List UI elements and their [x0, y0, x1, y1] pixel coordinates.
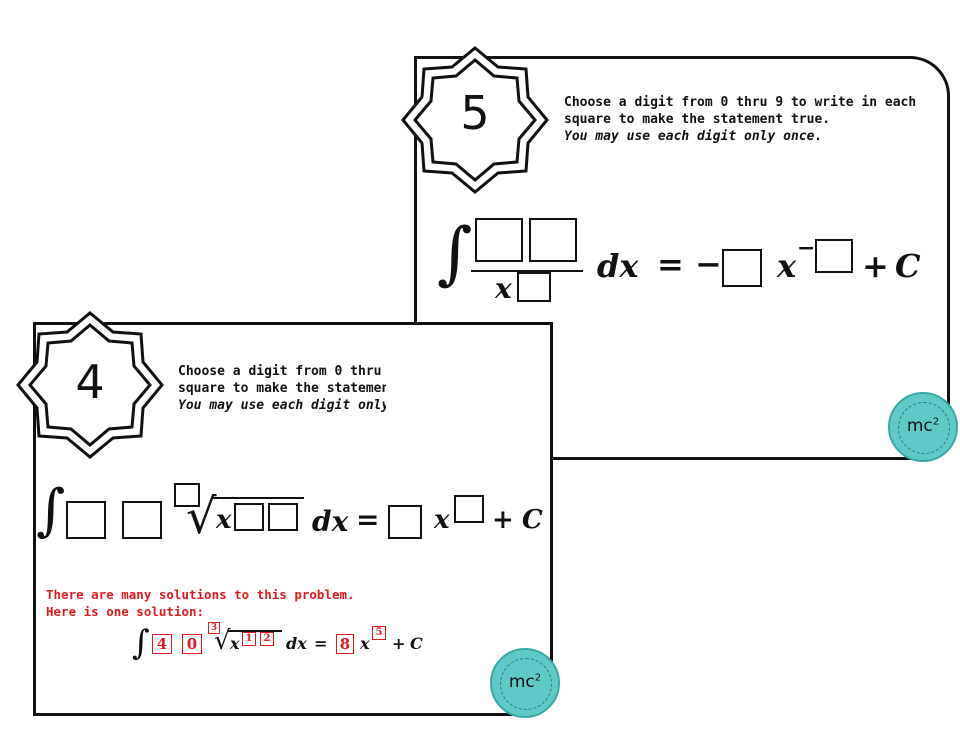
solution-line-1: There are many solutions to this problem…	[46, 587, 355, 602]
solution-root-index: 3	[208, 622, 220, 634]
exponent-minus: −	[797, 235, 816, 261]
logo-sup: 2	[534, 672, 542, 684]
constant-c: C	[522, 505, 543, 535]
logo-text: mc2	[907, 416, 939, 436]
logo-mc: mc	[906, 416, 933, 436]
instructions: Choose a digit from 0 thru 9 to write in…	[564, 94, 944, 145]
x-variable: x	[216, 505, 232, 535]
equals-sign: =	[356, 503, 380, 536]
minus-sign: −	[695, 245, 722, 283]
instructions: Choose a digit from 0 thru square to mak…	[178, 363, 386, 414]
equation: ∫ √ x dx = x + C	[36, 475, 550, 565]
solution-digit: 0	[182, 634, 202, 654]
fraction: x	[471, 214, 583, 305]
equation: ∫ x dx = − x − + C	[437, 209, 937, 319]
denominator-x: x	[495, 272, 512, 305]
equals-sign: =	[657, 245, 684, 283]
mc2-logo: mc2	[490, 648, 560, 718]
solution-coefficient: 8	[336, 634, 354, 654]
x-variable: x	[777, 247, 797, 285]
dx-label: dx	[286, 634, 307, 653]
answer-box[interactable]	[388, 505, 422, 539]
solution-equation: ∫ 4 0 3 √ x 1 2 dx = 8 x 5 + C	[132, 620, 452, 670]
integral-sign: ∫	[132, 623, 150, 663]
x-variable: x	[434, 505, 450, 535]
answer-box[interactable]	[815, 239, 853, 273]
radical-bar	[228, 630, 282, 632]
x-variable: x	[230, 634, 240, 653]
radical-sign: √	[186, 489, 217, 545]
problem-number: 5	[460, 86, 490, 140]
answer-box[interactable]	[529, 218, 577, 262]
plus-sign: +	[392, 634, 406, 653]
integral-sign: ∫	[36, 478, 66, 543]
mc2-logo: mc2	[888, 392, 958, 462]
answer-box[interactable]	[517, 272, 551, 302]
instruction-line-2: square to make the statemen	[178, 381, 386, 396]
problem-number: 4	[75, 355, 105, 409]
answer-box[interactable]	[234, 503, 264, 531]
logo-mc: mc	[508, 672, 535, 692]
radical-bar	[212, 497, 304, 499]
instruction-line-3: You may use each digit only	[178, 398, 386, 413]
answer-box[interactable]	[174, 483, 200, 507]
answer-box[interactable]	[66, 501, 106, 539]
solution-exponent: 1	[242, 632, 256, 646]
solution-note: There are many solutions to this problem…	[46, 586, 446, 620]
answer-box[interactable]	[475, 218, 523, 262]
answer-box[interactable]	[722, 249, 762, 287]
dx-label: dx	[597, 247, 639, 285]
constant-c: C	[410, 634, 423, 653]
instruction-line-2: square to make the statement true.	[564, 112, 831, 127]
constant-c: C	[895, 247, 921, 285]
answer-box[interactable]	[122, 501, 162, 539]
solution-exponent: 5	[372, 626, 386, 640]
logo-text: mc2	[509, 672, 541, 692]
x-variable: x	[360, 634, 370, 653]
radical-sign: √	[214, 626, 231, 656]
answer-box[interactable]	[454, 495, 484, 523]
solution-digit: 4	[152, 634, 172, 654]
plus-sign: +	[492, 505, 514, 535]
plus-sign: +	[862, 247, 889, 285]
problem-number-badge	[16, 311, 164, 459]
integral-sign: ∫	[437, 214, 473, 293]
instruction-line-1: Choose a digit from 0 thru	[178, 364, 382, 379]
logo-sup: 2	[932, 416, 940, 428]
equals-sign: =	[314, 634, 328, 653]
dx-label: dx	[312, 505, 349, 538]
solution-line-2: Here is one solution:	[46, 604, 205, 619]
problem-number-badge	[401, 46, 549, 194]
instruction-line-3: You may use each digit only once.	[564, 129, 823, 144]
instruction-line-1: Choose a digit from 0 thru 9 to write in…	[564, 95, 917, 110]
solution-exponent: 2	[260, 632, 274, 646]
answer-box[interactable]	[268, 503, 298, 531]
fraction-bar	[471, 270, 583, 272]
